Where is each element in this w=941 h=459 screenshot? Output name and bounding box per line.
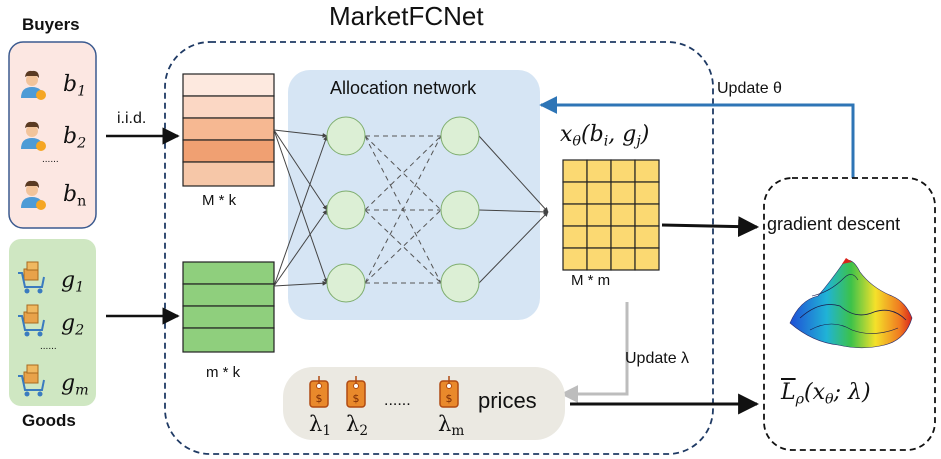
update-lambda-arrow [560,302,629,403]
allocation-cell [634,181,660,205]
buyer-label-1: b1 [63,72,87,100]
loss-surface-image [789,258,913,349]
buyer-ellipsis: ...... [42,154,59,165]
gradient-descent-title: gradient descent [767,214,901,234]
goods-heading: Goods [22,411,76,430]
network-node-3 [440,116,480,156]
allocation-cell [610,159,636,183]
price-tag-icon-3 [439,375,459,408]
output-edge-2 [478,211,549,284]
allocation-cell [634,225,660,249]
good-label-m: gm [61,371,89,399]
output-edge-0 [478,135,549,213]
input-edge-0-1 [273,129,328,211]
allocation-cell [610,203,636,227]
price-label-2: λ2 [346,412,368,440]
gradient-descent-box [763,177,936,451]
input-edge-0-0 [273,129,328,138]
allocation-cell [586,247,612,271]
good-label-2: g2 [61,311,85,339]
loss-function-label: Lρ(xθ; λ) [781,380,871,408]
buyer-label-n: bn [63,182,87,210]
price-ellipsis: ...... [384,392,411,409]
buyer-embedding-matrix [182,73,275,187]
buyer-embedding-size: M * k [202,192,237,209]
allocation-cell [610,225,636,249]
buyer-label-2: b2 [63,124,87,152]
allocation-cell [634,247,660,271]
price-tag-icon-2 [346,375,366,408]
price-tag-icon-1 [309,375,329,408]
allocation-cell [586,159,612,183]
output-edge-1 [478,209,549,215]
allocation-output-label: xθ(bi, gj) [560,122,650,150]
allocation-cell [610,247,636,271]
network-node-4 [440,190,480,230]
allocation-cell [586,203,612,227]
network-node-1 [326,190,366,230]
allocation-cell [562,203,588,227]
price-label-1: λ1 [309,412,331,440]
allocation-cell [562,247,588,271]
allocation-cell [634,203,660,227]
allocation-cell [634,159,660,183]
good-embedding-size: m * k [206,364,241,381]
network-node-2 [326,263,366,303]
good-embedding-matrix [182,261,275,353]
update-theta-label: Update θ [717,80,782,97]
allocation-network-title: Allocation network [330,78,477,98]
good-label-1: g1 [61,268,85,296]
to-gradient-arrow [661,216,760,238]
allocation-cell [562,181,588,205]
network-nodes [326,116,480,303]
hidden-edge-2-0 [364,135,442,284]
input-edge-1-1 [273,209,328,287]
update-theta-arrow [539,96,855,178]
iid-label: i.i.d. [117,110,147,127]
input-edge-1-0 [273,135,328,287]
prices-label: prices [478,388,537,413]
allocation-cell [610,181,636,205]
input-edge-1-2 [273,280,328,287]
allocation-matrix [562,159,660,271]
input-edge-0-2 [273,129,328,284]
allocation-cell [562,159,588,183]
update-lambda-label: Update λ [625,350,690,367]
network-node-5 [440,263,480,303]
allocation-cell [562,225,588,249]
network-node-0 [326,116,366,156]
marketfcnet-frame [164,41,714,455]
price-label-m: λm [438,412,465,440]
good-ellipsis: ...... [40,341,57,352]
buyers-heading: Buyers [22,15,80,34]
allocation-cell [586,181,612,205]
network-edges [273,129,549,287]
allocation-matrix-size: M * m [571,272,611,289]
diagram-title: MarketFCNet [329,1,484,31]
goods-panel [9,239,96,406]
allocation-cell [586,225,612,249]
